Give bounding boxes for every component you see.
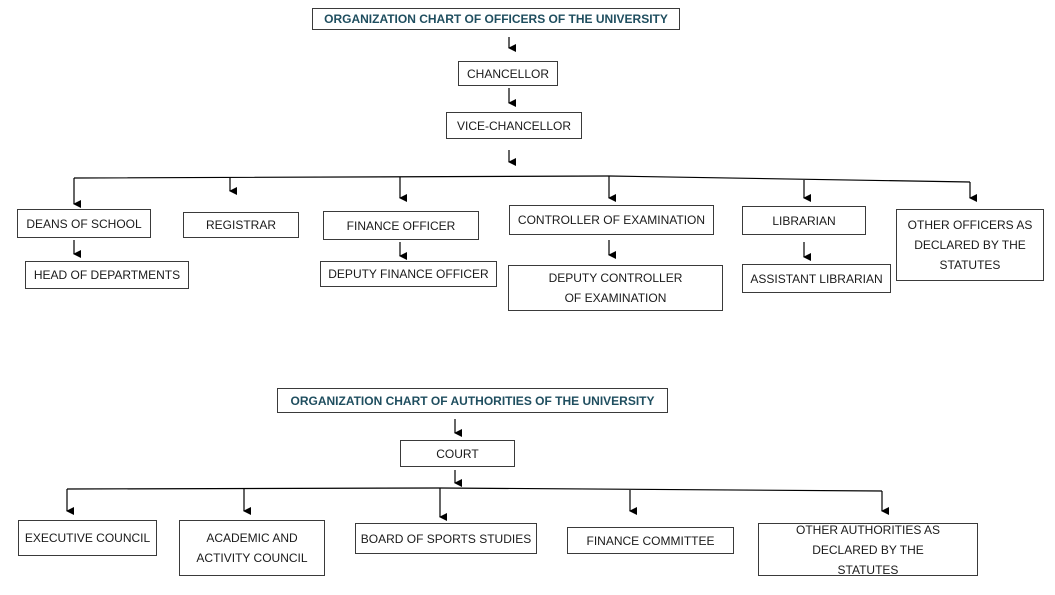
controller-of-examination-box: CONTROLLER OF EXAMINATION [509, 205, 714, 235]
deans-of-school-box: DEANS OF SCHOOL [17, 209, 151, 238]
academic-activity-council-box: ACADEMIC AND ACTIVITY COUNCIL [179, 520, 325, 576]
head-of-departments-box: HEAD OF DEPARTMENTS [25, 261, 189, 289]
vice-chancellor-box: VICE-CHANCELLOR [446, 112, 582, 139]
librarian-box: LIBRARIAN [742, 206, 866, 235]
court-box: COURT [400, 440, 515, 467]
authorities-chart-title: ORGANIZATION CHART OF AUTHORITIES OF THE… [277, 388, 668, 413]
other-authorities-box: OTHER AUTHORITIES AS DECLARED BY THE STA… [758, 523, 978, 577]
finance-officer-box: FINANCE OFFICER [323, 211, 479, 240]
registrar-box: REGISTRAR [183, 212, 299, 238]
deputy-controller-box: DEPUTY CONTROLLER OF EXAMINATION [508, 265, 723, 311]
other-officers-box: OTHER OFFICERS AS DECLARED BY THE STATUT… [896, 209, 1044, 281]
finance-committee-box: FINANCE COMMITTEE [567, 527, 734, 554]
deputy-finance-officer-box: DEPUTY FINANCE OFFICER [320, 261, 497, 287]
board-of-sports-studies-box: BOARD OF SPORTS STUDIES [355, 523, 537, 554]
chancellor-box: CHANCELLOR [458, 61, 558, 86]
officers-chart-title: ORGANIZATION CHART OF OFFICERS OF THE UN… [312, 8, 680, 30]
executive-council-box: EXECUTIVE COUNCIL [18, 520, 157, 556]
assistant-librarian-box: ASSISTANT LIBRARIAN [742, 264, 891, 293]
